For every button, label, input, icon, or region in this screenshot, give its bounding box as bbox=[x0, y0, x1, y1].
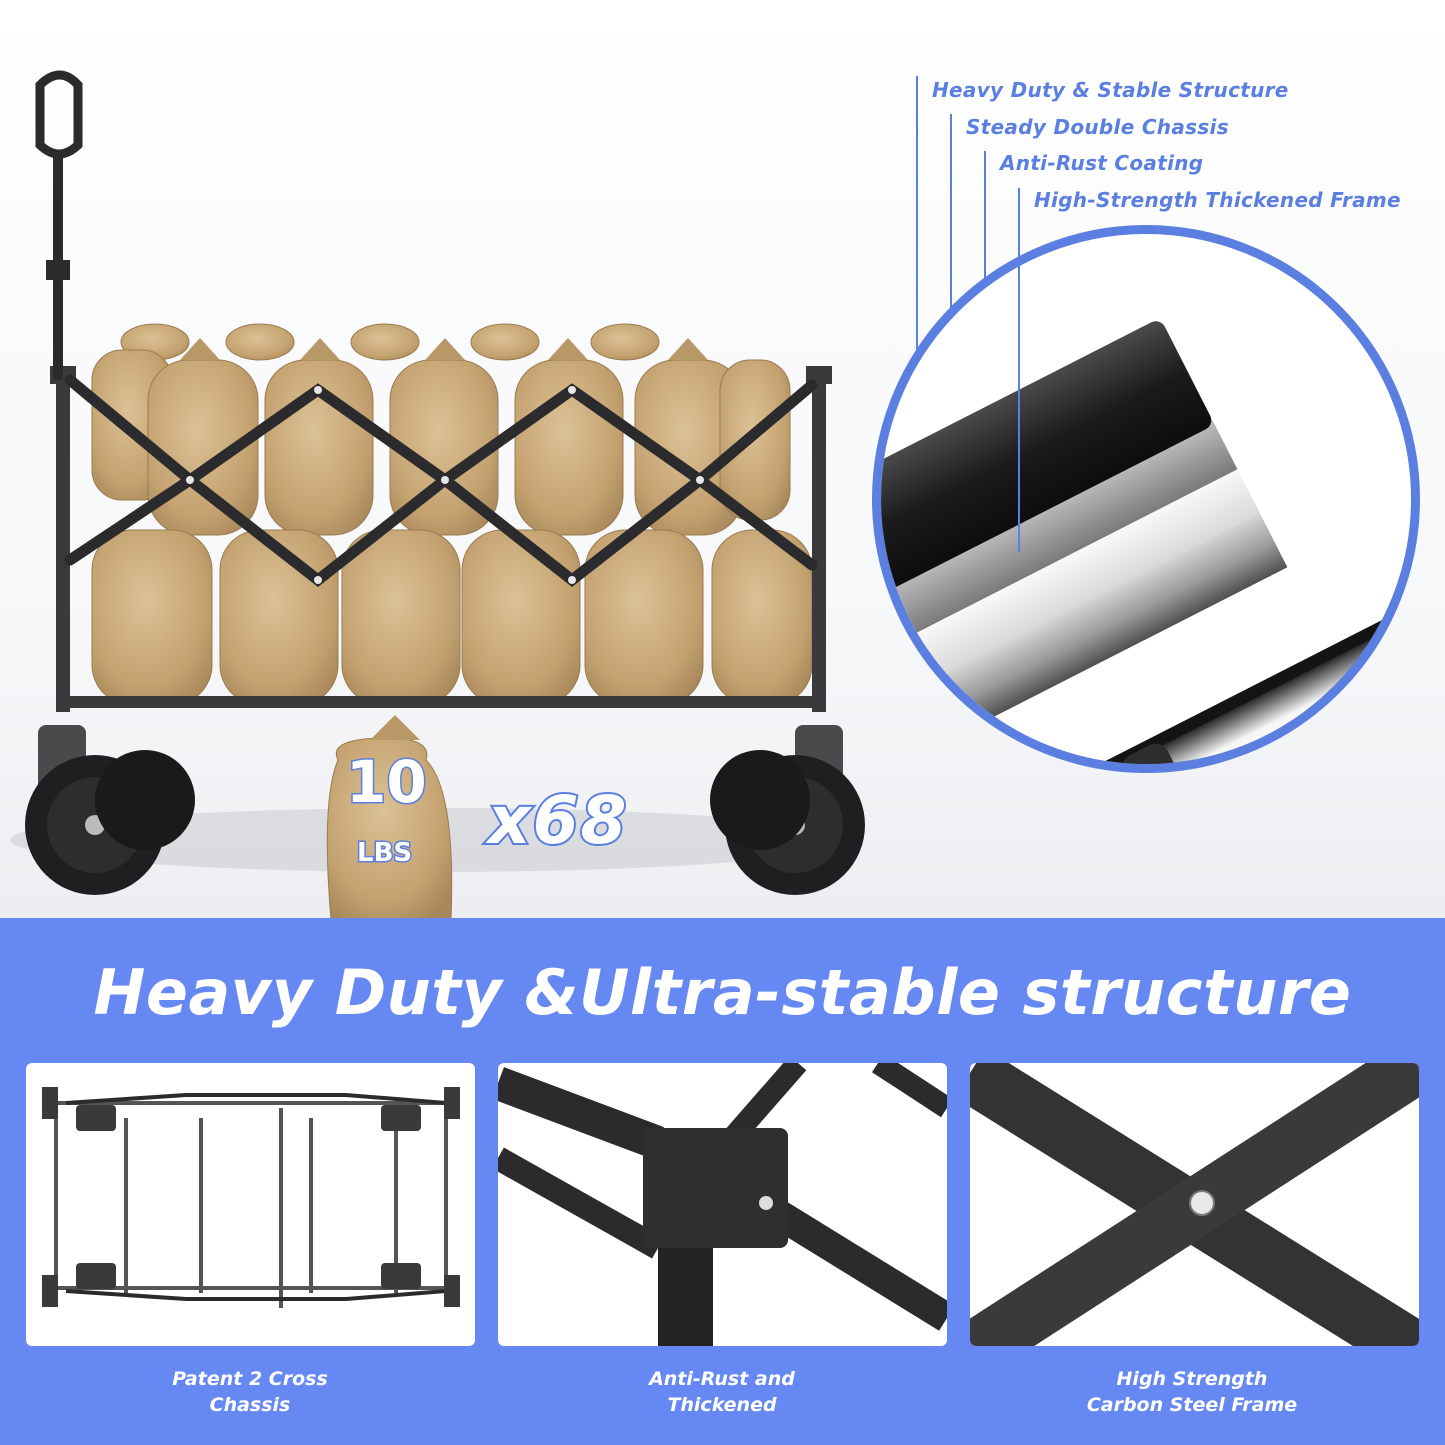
crossbar-image bbox=[970, 1063, 1419, 1346]
tube-layers-detail bbox=[872, 225, 1420, 773]
callout-thickened-frame: High-Strength Thickened Frame bbox=[1034, 188, 1401, 212]
callout-heavy-duty: Heavy Duty & Stable Structure bbox=[932, 78, 1289, 102]
weight-unit: LBS bbox=[355, 837, 413, 870]
band-title: Heavy Duty &Ultra-stable structure bbox=[93, 956, 1352, 1029]
caption-crossbar-line1: High Strength bbox=[1116, 1368, 1268, 1390]
caption-chassis: Patent 2 Cross Chassis bbox=[120, 1366, 380, 1418]
caption-crossbar-line2: Carbon Steel Frame bbox=[1086, 1394, 1298, 1416]
caption-chassis-line1: Patent 2 Cross bbox=[172, 1368, 328, 1390]
callout-anti-rust: Anti-Rust Coating bbox=[1000, 151, 1204, 175]
callout-line-2 bbox=[950, 114, 952, 478]
frame-joint-image bbox=[498, 1063, 947, 1346]
quantity-multiplier: x68 bbox=[486, 780, 629, 861]
panel-joint bbox=[498, 1063, 947, 1346]
caption-joint-line2: Thickened bbox=[667, 1394, 777, 1416]
chassis-top-view-image bbox=[42, 1087, 460, 1308]
tube-cross-section-illustration bbox=[881, 321, 1411, 764]
callout-line-1 bbox=[916, 76, 918, 416]
cart-svg bbox=[10, 70, 865, 921]
feature-band: Heavy Duty &Ultra-stable structure Paten… bbox=[0, 918, 1445, 1445]
wagon-cart-illustration: 10 LBS bbox=[0, 60, 880, 921]
caption-joint-line1: Anti-Rust and bbox=[649, 1368, 795, 1390]
caption-chassis-line2: Chassis bbox=[209, 1394, 291, 1416]
caption-crossbar: High Strength Carbon Steel Frame bbox=[1062, 1366, 1322, 1418]
callout-double-chassis: Steady Double Chassis bbox=[966, 115, 1229, 139]
weight-value: 10 bbox=[345, 747, 429, 818]
panel-chassis bbox=[26, 1063, 475, 1346]
caption-joint: Anti-Rust and Thickened bbox=[592, 1366, 852, 1418]
hero-section: Heavy Duty & Stable Structure Steady Dou… bbox=[0, 0, 1445, 921]
callout-line-4 bbox=[1018, 188, 1020, 552]
panel-crossbar bbox=[970, 1063, 1419, 1346]
